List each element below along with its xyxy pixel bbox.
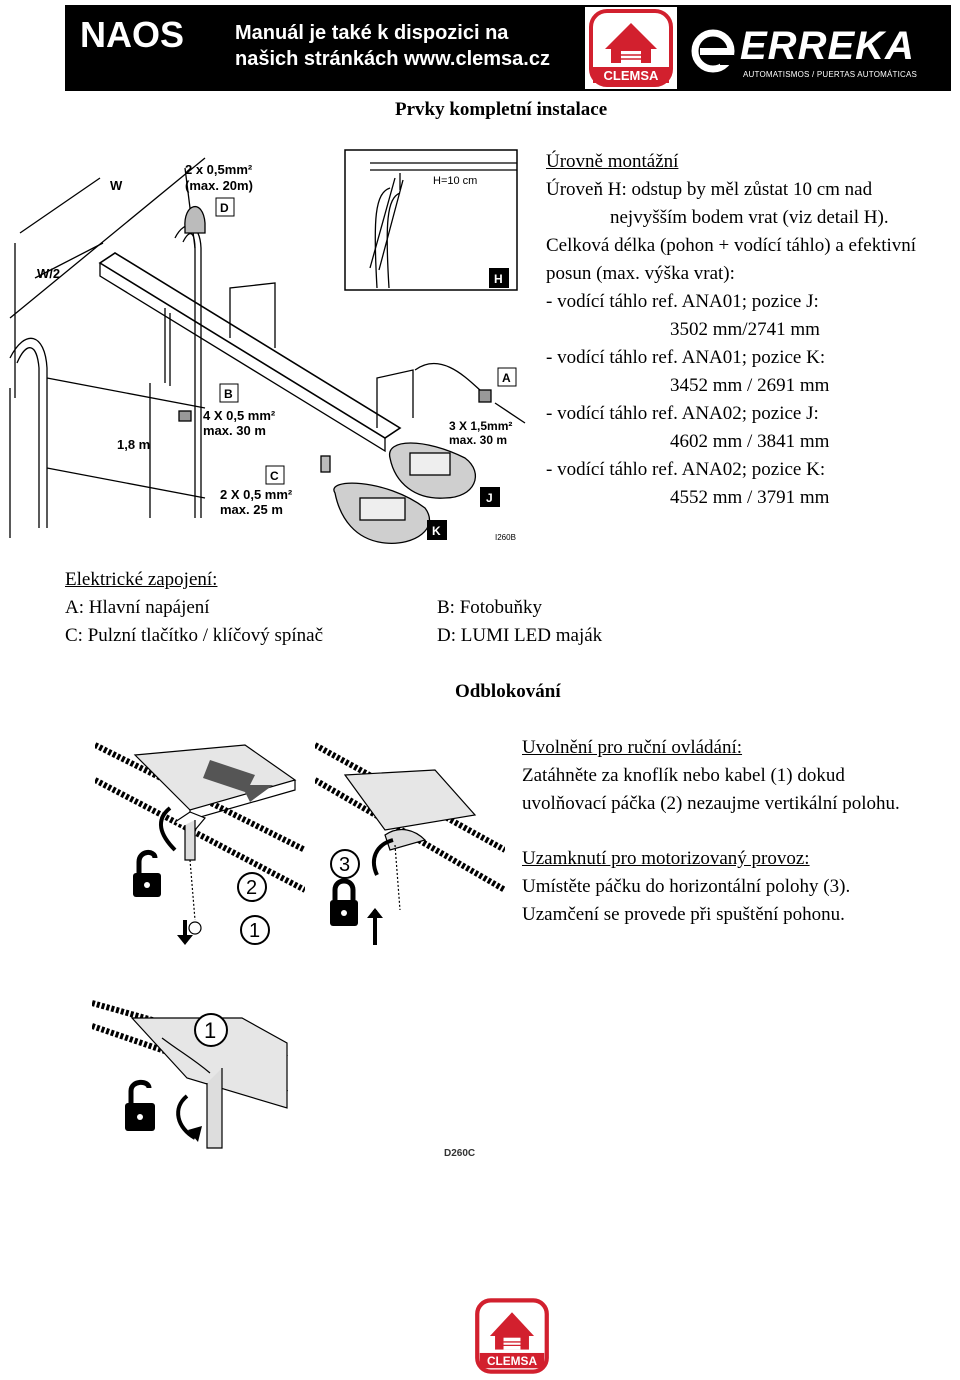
label-cable-a-2: max. 30 m bbox=[449, 433, 507, 447]
label-cable-a-1: 3 X 1,5mm² bbox=[449, 419, 512, 433]
notice-line-2: našich stránkách www.clemsa.cz bbox=[235, 48, 550, 70]
label-cable-d-2: (max. 20m) bbox=[185, 178, 253, 193]
label-c: C bbox=[270, 469, 279, 483]
lock-block: Uzamknutí pro motorizovaný provoz: Umíst… bbox=[522, 845, 952, 929]
header-banner bbox=[65, 5, 951, 91]
label-j: J bbox=[486, 491, 493, 505]
lock-figure: 3 bbox=[313, 740, 507, 955]
levels-title: Úrovně montážní bbox=[546, 151, 679, 172]
electrical-d: D: LUMI LED maják bbox=[437, 625, 603, 646]
label-height: 1,8 m bbox=[117, 437, 150, 452]
notice-line-1: Manuál je také k dispozici na bbox=[235, 22, 509, 44]
electrical-c: C: Pulzní tlačítko / klíčový spínač bbox=[65, 625, 324, 646]
label-cable-c-1: 2 X 0,5 mm² bbox=[220, 487, 293, 502]
label-w: W bbox=[110, 178, 123, 193]
clemsa-logo-text: CLEMSA bbox=[604, 68, 660, 83]
lock-line-1: Umístěte páčku do horizontální polohy (3… bbox=[522, 876, 851, 897]
label-d: D bbox=[220, 201, 229, 215]
section-title-installation: Prvky kompletní instalace bbox=[395, 99, 608, 120]
label-a: A bbox=[502, 371, 511, 385]
erreka-symbol-icon bbox=[690, 28, 736, 79]
electrical-title: Elektrické zapojení: bbox=[65, 569, 218, 590]
level-item-2-value: 3452 mm / 2691 mm bbox=[670, 375, 830, 396]
figure-code-i260b: I260B bbox=[495, 533, 516, 542]
installation-figure: W W/2 1,8 m H=10 cm 2 x 0,5mm² (max. 20m… bbox=[5, 138, 535, 552]
erreka-logo: ERREKA bbox=[740, 24, 915, 68]
release-line-2: uvolňovací páčka (2) nezaujme vertikální… bbox=[522, 793, 900, 814]
unlock-icon-2 bbox=[125, 1079, 155, 1131]
number-1-badge-2: 1 bbox=[204, 1018, 216, 1043]
label-b: B bbox=[224, 387, 233, 401]
level-item-3-value: 4602 mm / 3841 mm bbox=[670, 431, 830, 452]
label-k: K bbox=[432, 524, 441, 538]
label-cable-b-2: max. 30 m bbox=[203, 423, 266, 438]
label-cable-d-1: 2 x 0,5mm² bbox=[185, 162, 253, 177]
level-item-1-label: - vodící táhlo ref. ANA01; pozice J: bbox=[546, 291, 819, 312]
section-title-release: Odblokování bbox=[455, 681, 561, 702]
level-item-1-value: 3502 mm/2741 mm bbox=[670, 319, 820, 340]
manual-notice: Manuál je také k dispozici na našich str… bbox=[235, 20, 550, 72]
level-item-4-value: 4552 mm / 3791 mm bbox=[670, 487, 830, 508]
label-w2: W/2 bbox=[37, 266, 60, 281]
lock-title: Uzamknutí pro motorizovaný provoz: bbox=[522, 848, 810, 869]
number-3-badge: 3 bbox=[339, 854, 350, 876]
levels-line-1: Úroveň H: odstup by měl zůstat 10 cm nad bbox=[546, 179, 873, 200]
label-cable-b-1: 4 X 0,5 mm² bbox=[203, 408, 276, 423]
unlock-icon-1 bbox=[133, 850, 161, 897]
label-cable-c-2: max. 25 m bbox=[220, 502, 283, 517]
electrical-b: B: Fotobuňky bbox=[437, 597, 543, 618]
erreka-tagline: AUTOMATISMOS / PUERTAS AUTOMÁTICAS bbox=[743, 70, 918, 79]
label-h-detail: H=10 cm bbox=[433, 175, 477, 187]
number-2-badge: 2 bbox=[246, 877, 257, 899]
label-h: H bbox=[494, 272, 503, 286]
release-figure: 2 1 bbox=[93, 740, 307, 955]
figure-code-d260c: D260C bbox=[444, 1148, 475, 1159]
levels-block: Úrovně montážní Úroveň H: odstup by měl … bbox=[546, 148, 956, 512]
level-item-2-label: - vodící táhlo ref. ANA01; pozice K: bbox=[546, 347, 826, 368]
levels-line-4: posun (max. výška vrat): bbox=[546, 263, 735, 284]
release-line-1: Zatáhněte za knoflík nebo kabel (1) doku… bbox=[522, 765, 845, 786]
level-item-4-label: - vodící táhlo ref. ANA02; pozice K: bbox=[546, 459, 826, 480]
footer-clemsa-logo-text: CLEMSA bbox=[487, 1354, 538, 1368]
number-1-badge: 1 bbox=[249, 920, 260, 942]
levels-line-3: Celková délka (pohon + vodící táhlo) a e… bbox=[546, 235, 917, 256]
level-item-3-label: - vodící táhlo ref. ANA02; pozice J: bbox=[546, 403, 819, 424]
product-name: NAOS bbox=[80, 14, 185, 55]
lock-line-2: Uzamčení se provede při spuštění pohonu. bbox=[522, 904, 845, 925]
levels-line-2: nejvyšším bodem vrat (viz detail H). bbox=[610, 207, 889, 228]
release-title: Uvolnění pro ruční ovládání: bbox=[522, 737, 743, 758]
electrical-a: A: Hlavní napájení bbox=[65, 597, 210, 618]
release-figure-2: 1 D260C bbox=[91, 998, 492, 1163]
clemsa-logo: CLEMSA bbox=[585, 7, 677, 89]
lock-icon bbox=[330, 878, 358, 926]
footer-clemsa-logo: CLEMSA bbox=[473, 1297, 551, 1375]
release-block: Uvolnění pro ruční ovládání: Zatáhněte z… bbox=[522, 734, 952, 818]
